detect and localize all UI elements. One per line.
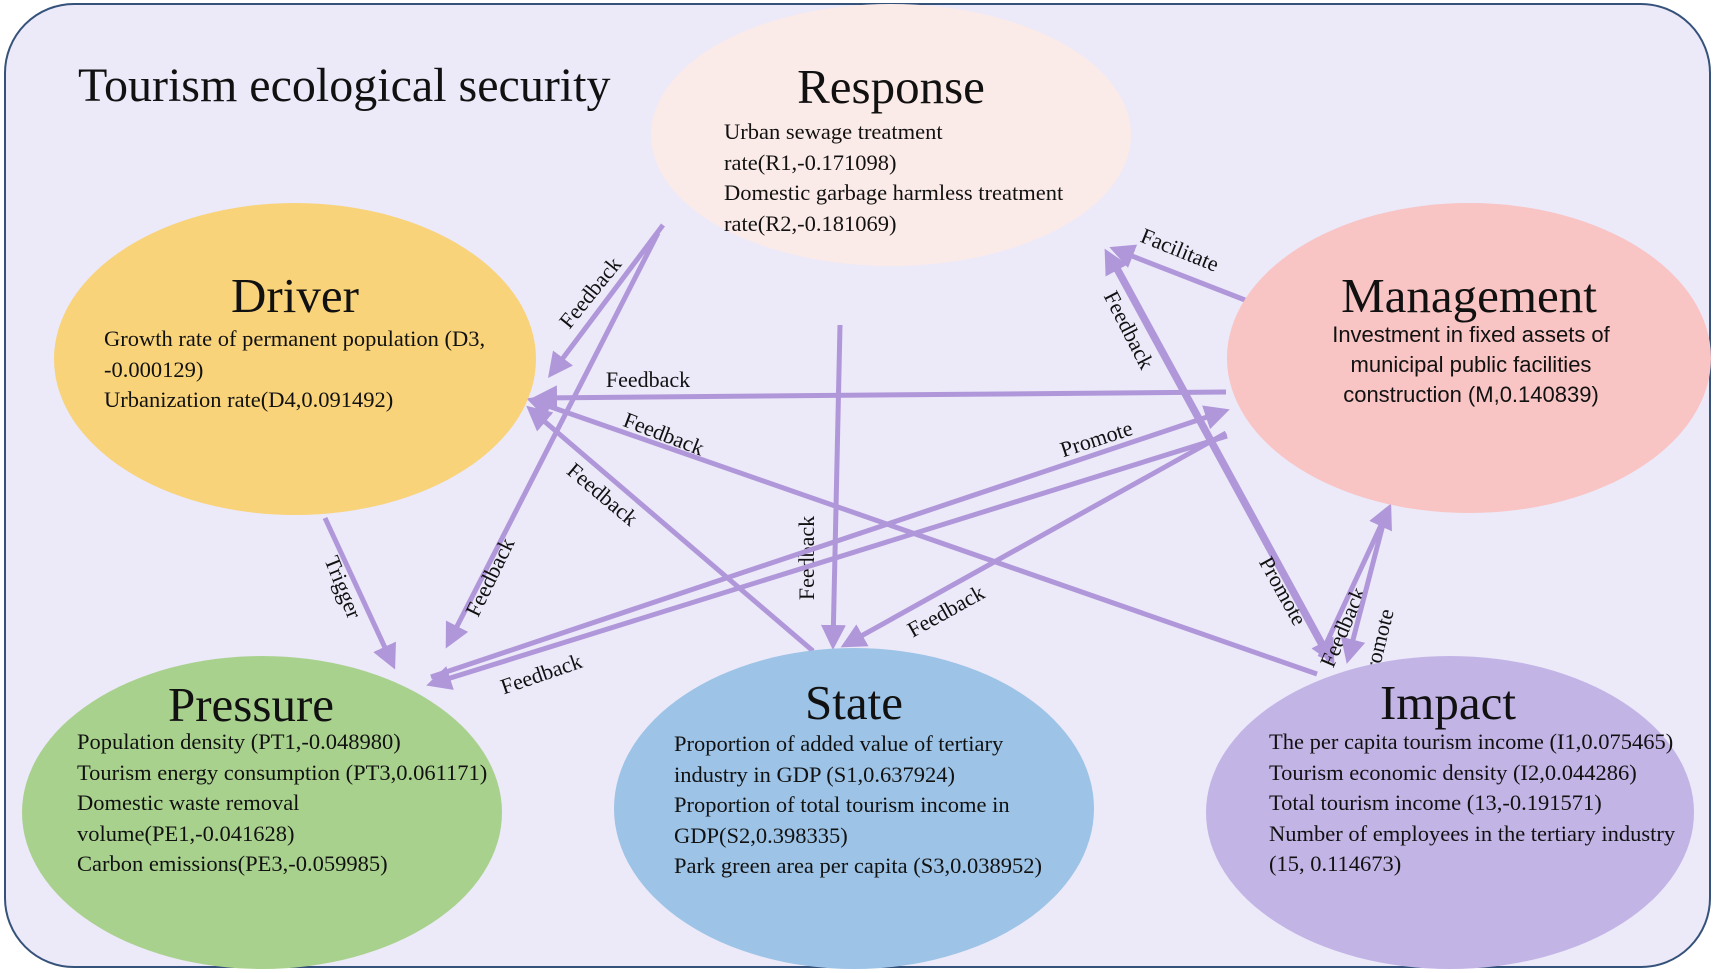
management-node: Management Investment in fixed assets of… [1227,203,1711,513]
edge-pressure-to-management [430,405,1230,680]
edge-impact-to-management [1317,503,1392,659]
state-title: State [805,675,903,730]
edge-label-response-to-impact: Promote [1254,552,1312,629]
state-node: State Proportion of added value of terti… [614,648,1094,969]
driver-items: Growth rate of permanent population (D3,… [104,324,514,416]
pressure-node: Pressure Population density (PT1,-0.0489… [22,656,502,969]
management-items: Investment in fixed assets of municipal … [1311,320,1631,410]
management-title: Management [1341,268,1597,323]
response-node: Response Urban sewage treatment rate(R1,… [651,4,1131,266]
edge-management-to-response [1109,244,1246,303]
state-items: Proportion of added value of tertiary in… [674,729,1074,882]
pressure-item-pt1: Population density (PT1,-0.048980) [77,729,401,754]
state-item-s3: Park green area per capita (S3,0.038952) [674,853,1042,878]
edge-response-to-impact [1109,255,1335,665]
response-items: Urban sewage treatment rate(R1,-0.171098… [724,117,1092,239]
edge-label-management-to-response: Facilitate [1137,223,1222,277]
driver-node: Driver Growth rate of permanent populati… [54,203,536,515]
edge-management-to-impact [1340,508,1390,664]
response-item-r1: Urban sewage treatment rate(R1,-0.171098… [724,119,943,175]
impact-item-15: Number of employees in the tertiary indu… [1269,820,1676,877]
edge-management-to-driver [532,385,1227,411]
edge-management-to-state [840,430,1228,648]
edge-label-management-to-driver: Feedback [606,367,690,392]
edge-label-driver-to-pressure: Trigger [319,552,367,622]
edge-driver-to-pressure [322,516,396,670]
edge-management-to-pressure [426,433,1228,690]
impact-items: The per capita tourism income (I1,0.0754… [1269,727,1689,880]
pressure-items: Population density (PT1,-0.048980) Touri… [77,727,497,880]
impact-item-13: Total tourism income (13,-0.191571) [1269,790,1602,815]
diagram-title: Tourism ecological security [78,59,611,112]
driver-title: Driver [231,268,359,323]
impact-item-i1: The per capita tourism income (I1,0.0754… [1269,729,1674,754]
driver-item-d3: Growth rate of permanent population (D3,… [104,326,486,382]
impact-title: Impact [1379,675,1517,730]
edge-label-response-to-pressure: Feedback [460,534,519,621]
impact-node: Impact The per capita tourism income (I1… [1206,656,1694,969]
pressure-title: Pressure [167,677,335,732]
pressure-item-pt3: Tourism energy consumption (PT3,0.061171… [77,759,488,785]
edge-response-to-driver [547,223,665,378]
edge-response-to-state [820,324,846,650]
edge-impact-to-driver [526,394,1318,677]
edge-label-response-to-state: Feedback [794,516,819,600]
edge-label-impact-to-driver: Feedback [620,407,708,461]
response-title: Response [797,59,985,114]
pressure-item-pe1: Domestic waste removal volume(PE1,-0.041… [77,790,300,846]
pressure-item-pe3: Carbon emissions(PE3,-0.059985) [77,851,388,876]
edge-state-to-driver [526,405,815,653]
response-item-r2: Domestic garbage harmless treatment rate… [724,180,1064,236]
driver-item-d4: Urbanization rate(D4,0.091492) [104,387,394,412]
edge-response-to-pressure [445,231,661,649]
management-item-m: Investment in fixed assets of municipal … [1332,322,1610,407]
edge-label-management-to-pressure: Feedback [497,648,585,699]
impact-item-i2: Tourism economic density (I2,0.044286) [1269,759,1637,785]
state-item-s2: Proportion of total tourism income in GD… [674,792,1010,848]
state-item-s1: Proportion of added value of tertiary in… [674,731,1004,787]
